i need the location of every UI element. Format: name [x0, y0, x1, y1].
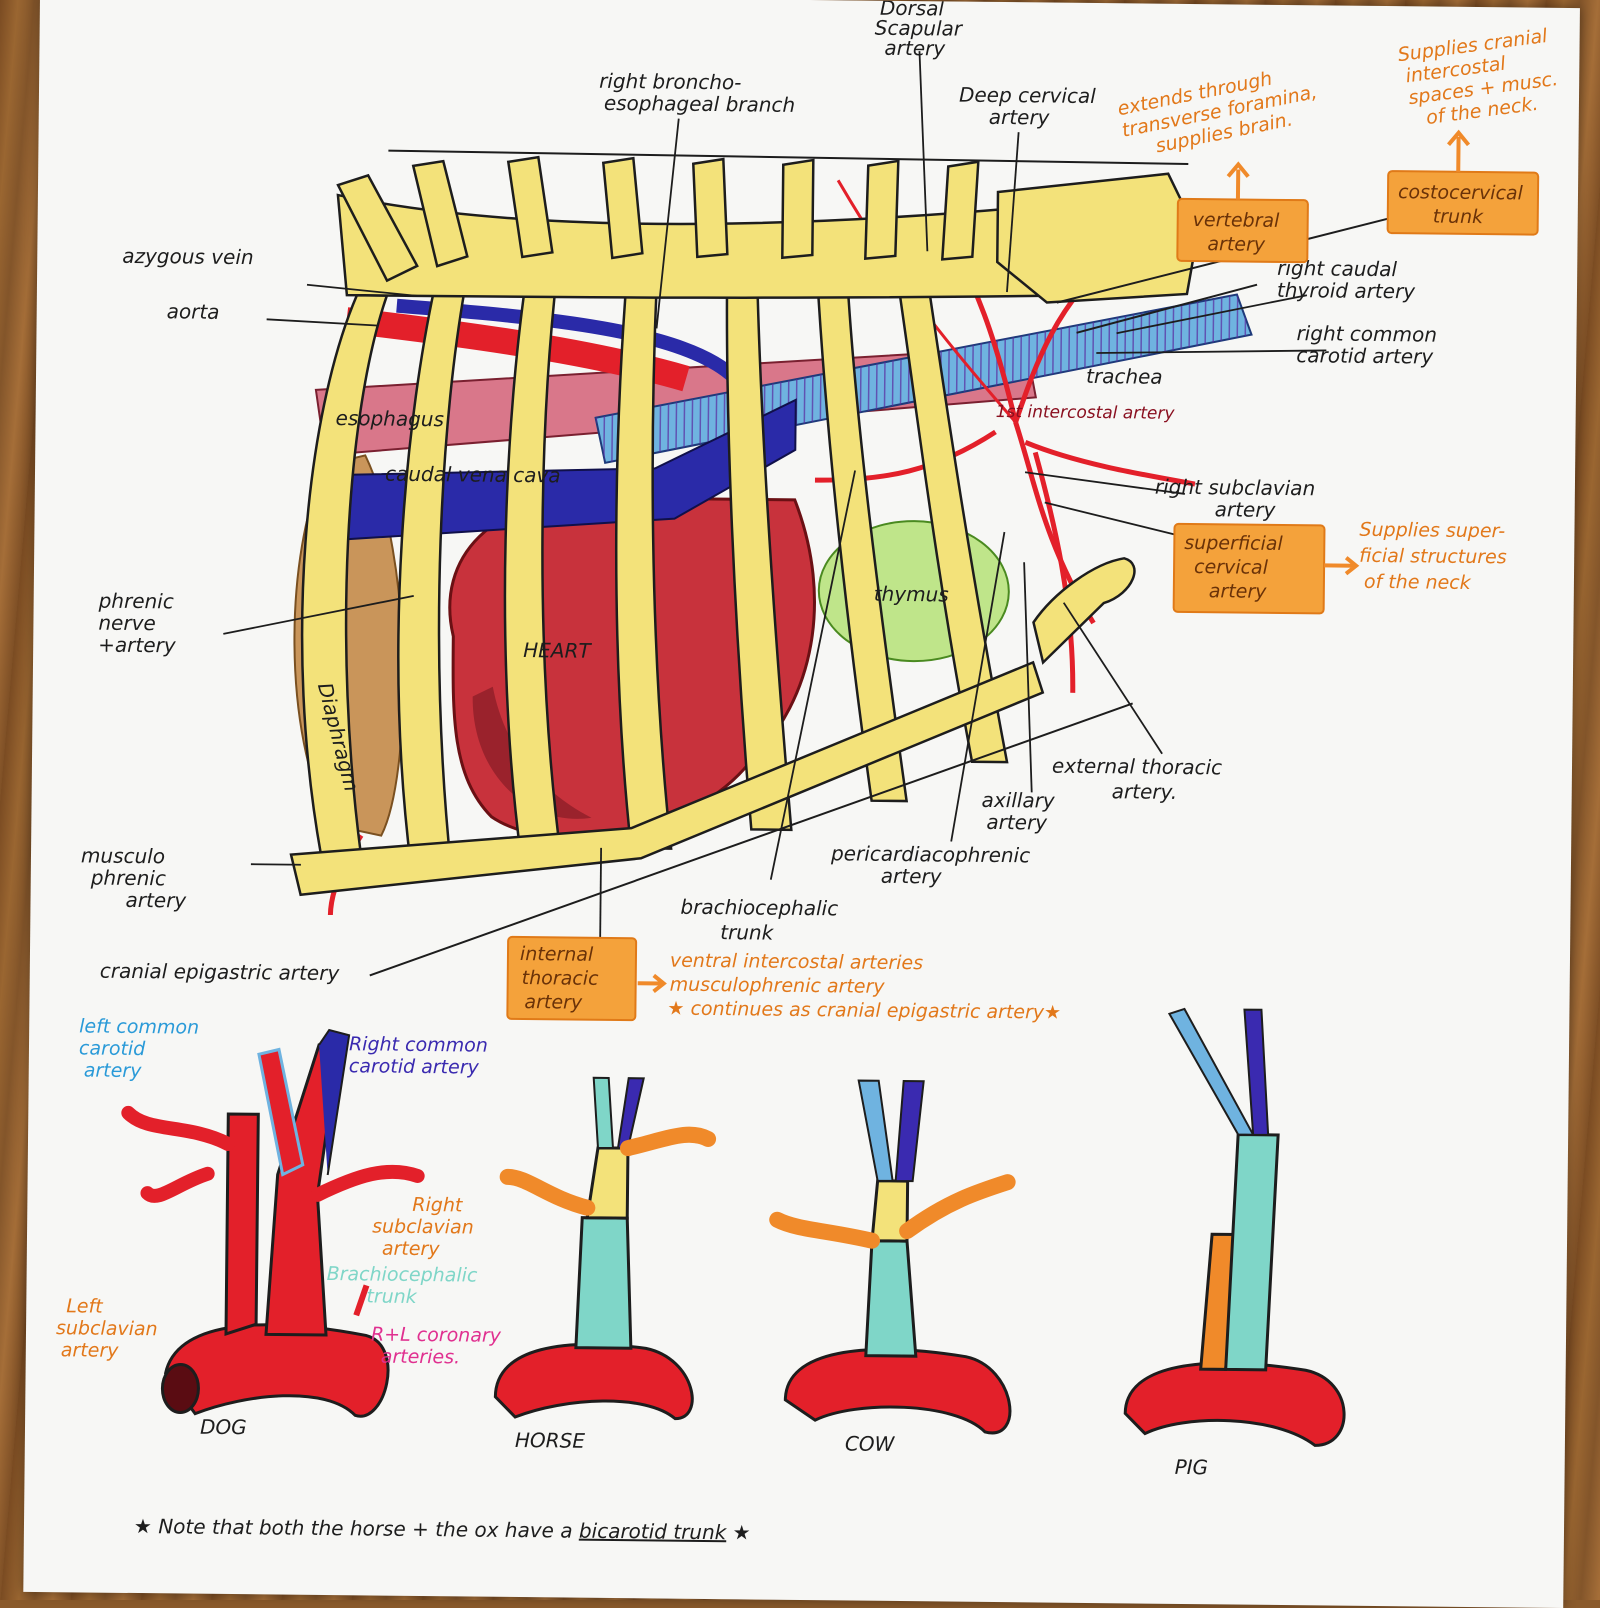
svg-text:cervical: cervical	[1194, 556, 1269, 579]
svg-text:ventral intercostal arteries: ventral intercostal arteries	[670, 950, 923, 975]
label-right-common-carotid: right common	[1296, 321, 1437, 346]
label-left-common-carotid-2: carotid	[79, 1037, 146, 1060]
label-coronary-arteries-2: arteries.	[381, 1346, 461, 1369]
label-left-common-carotid-3: artery	[84, 1059, 143, 1082]
arch-cow	[769, 1079, 1016, 1435]
label-pericardiacophrenic-2: artery	[881, 864, 943, 889]
label-dog-right-common-carotid-2: carotid artery	[349, 1055, 480, 1078]
label-dorsal-scapular-2: Scapular	[875, 16, 964, 41]
label-brachiocephalic: brachiocephalic	[680, 895, 838, 921]
label-left-subclavian: Left	[66, 1295, 104, 1317]
label-cranial-epigastric: cranial epigastric artery	[100, 959, 341, 986]
species-horse: HORSE	[515, 1428, 586, 1453]
label-first-intercostal: 1st intercostal artery	[996, 402, 1176, 424]
box-superficial-cervical: superficial cervical artery Supplies sup…	[1172, 519, 1507, 615]
label-dog-right-subclavian-3: artery	[382, 1238, 441, 1261]
paper-sheet: Dorsal Scapular artery right broncho- es…	[23, 0, 1580, 1608]
label-dog-brachiocephalic-2: trunk	[366, 1285, 418, 1308]
species-pig: PIG	[1175, 1455, 1209, 1479]
label-musculophrenic: musculo	[81, 843, 165, 868]
label-musculophrenic-3: artery	[125, 888, 187, 913]
label-right-subclavian: right subclavian	[1155, 475, 1316, 501]
label-right-subclavian-2: artery	[1215, 497, 1277, 522]
species-dog: DOG	[200, 1415, 247, 1439]
svg-text:ficial structures: ficial structures	[1359, 545, 1507, 569]
svg-text:of the neck: of the neck	[1364, 571, 1472, 594]
label-brachiocephalic-2: trunk	[720, 920, 775, 945]
box-internal-thoracic: internal thoracic artery ventral interco…	[506, 935, 1061, 1024]
anatomy-diagram: Dorsal Scapular artery right broncho- es…	[56, 0, 1559, 1544]
label-trachea: trachea	[1086, 364, 1163, 389]
label-dorsal-scapular-3: artery	[884, 36, 946, 61]
label-right-caudal-thyroid-2: thyroid artery	[1277, 278, 1417, 303]
label-musculophrenic-2: phrenic	[90, 866, 166, 891]
svg-text:musculophrenic artery: musculophrenic artery	[670, 974, 886, 998]
label-heart: HEART	[523, 638, 593, 663]
label-coronary-arteries: R+L coronary	[371, 1323, 502, 1346]
label-aorta: aorta	[167, 299, 220, 324]
label-azygous-vein: azygous vein	[122, 244, 254, 269]
label-dorsal-scapular: Dorsal	[880, 0, 945, 20]
footnote: ★ Note that both the horse + the ox have…	[134, 1514, 751, 1544]
forelimb-outline	[1032, 557, 1136, 665]
species-labels: DOG HORSE COW PIG	[200, 1415, 1209, 1480]
label-dog-right-subclavian: Right	[412, 1194, 464, 1217]
leader-lines	[223, 51, 1327, 938]
svg-text:artery: artery	[1207, 233, 1266, 256]
svg-text:superficial: superficial	[1184, 532, 1283, 555]
label-thymus: thymus	[874, 582, 949, 607]
label-left-subclavian-3: artery	[61, 1339, 120, 1362]
vertebral-spines	[336, 155, 980, 283]
svg-text:artery: artery	[1209, 580, 1268, 603]
label-external-thoracic-2: artery.	[1112, 779, 1178, 804]
svg-text:internal: internal	[520, 943, 594, 966]
svg-text:trunk: trunk	[1433, 206, 1485, 229]
label-axillary: axillary	[982, 788, 1056, 813]
label-deep-cervical-2: artery	[989, 105, 1051, 130]
label-axillary-2: artery	[986, 810, 1048, 835]
label-phrenic-3: +artery	[98, 633, 177, 658]
structure-labels: Dorsal Scapular artery right broncho- es…	[81, 0, 1437, 986]
box-costocervical: costocervical trunk Supplies cranial int…	[1386, 25, 1559, 236]
svg-text:★ continues as cranial epigast: ★ continues as cranial epigastric artery…	[667, 998, 1061, 1024]
label-caudal-vena-cava: caudal vena cava	[385, 462, 561, 488]
arch-horse	[493, 1076, 717, 1421]
svg-text:artery: artery	[524, 991, 583, 1014]
label-left-subclavian-2: subclavian	[56, 1317, 158, 1340]
svg-text:costocervical: costocervical	[1398, 181, 1524, 204]
arch-dog	[121, 1028, 425, 1418]
label-dog-brachiocephalic: Brachiocephalic	[327, 1263, 479, 1287]
cervical-vertebrae	[996, 172, 1199, 304]
label-dog-right-common-carotid: Right common	[349, 1033, 488, 1056]
svg-text:vertebral: vertebral	[1193, 209, 1281, 232]
species-cow: COW	[845, 1431, 896, 1456]
label-dog-right-subclavian-2: subclavian	[372, 1215, 474, 1238]
label-right-broncho: right broncho-	[599, 69, 742, 94]
svg-text:thoracic: thoracic	[522, 967, 600, 990]
label-external-thoracic: external thoracic	[1052, 754, 1222, 780]
label-phrenic-2: nerve	[98, 611, 156, 636]
label-pericardiacophrenic: pericardiacophrenic	[830, 841, 1030, 867]
label-right-broncho-2: esophageal branch	[604, 91, 796, 117]
svg-text:Supplies super-: Supplies super-	[1359, 519, 1505, 543]
label-phrenic: phrenic	[98, 589, 174, 614]
label-esophagus: esophagus	[335, 406, 444, 431]
thorax-illustration	[289, 149, 1399, 977]
dog-arch-labels: left common carotid artery Right common …	[56, 1015, 502, 1369]
label-deep-cervical: Deep cervical	[959, 83, 1096, 108]
label-left-common-carotid: left common	[79, 1015, 199, 1038]
arch-pig	[1123, 1007, 1346, 1447]
label-right-common-carotid-2: carotid artery	[1296, 343, 1434, 368]
